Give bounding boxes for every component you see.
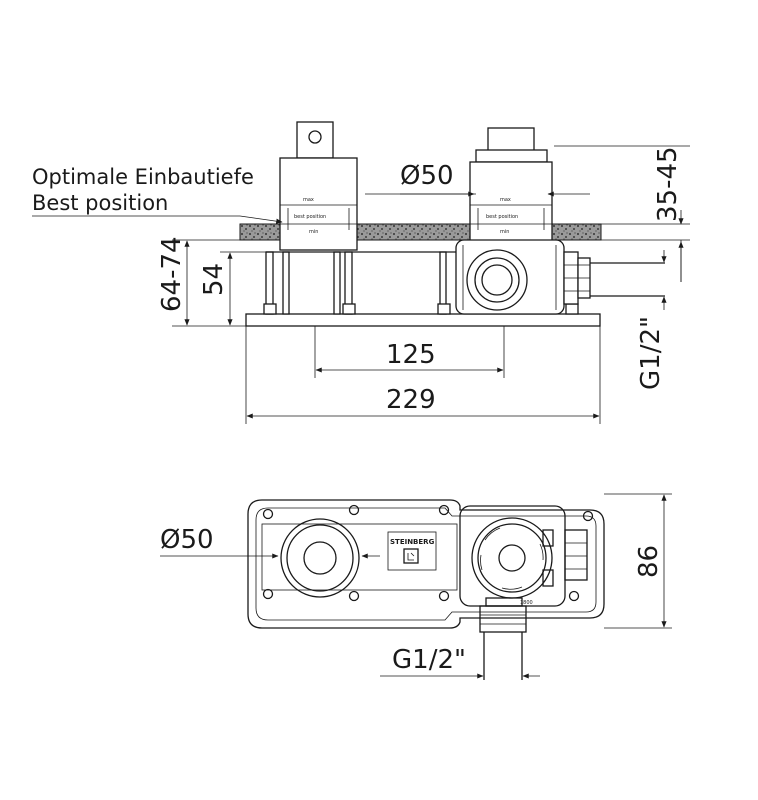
- brand-plate: STEINBERG: [387, 531, 437, 571]
- top-height-label: 86: [634, 545, 664, 578]
- svg-text:max: max: [303, 197, 314, 203]
- depth-note-line2: Best position: [32, 191, 168, 215]
- depth-range-label: 35-45: [653, 146, 683, 222]
- side-view: max best position min max best position …: [32, 121, 690, 424]
- top-view: STEINBERG 1800: [160, 493, 672, 680]
- top-thread-label: G1/2": [392, 645, 466, 675]
- svg-text:best position: best position: [294, 214, 326, 220]
- valve-body: [455, 239, 665, 315]
- width-label: 229: [386, 385, 436, 415]
- total-height-label: 64-74: [157, 236, 187, 312]
- spacing-label: 125: [386, 340, 436, 370]
- left-cartridge: max best position min: [279, 121, 358, 251]
- side-thread-label: G1/2": [636, 316, 666, 390]
- right-cartridge: max best position min: [469, 127, 553, 251]
- screw-holes: [262, 504, 594, 602]
- side-dia-label: Ø50: [400, 161, 454, 191]
- top-dia-label: Ø50: [160, 525, 214, 555]
- svg-text:best position: best position: [486, 214, 518, 220]
- svg-text:min: min: [500, 229, 509, 235]
- top-valve-body: 1800: [459, 505, 588, 633]
- base-plate: [245, 313, 601, 327]
- inner-height-label: 54: [199, 263, 229, 296]
- svg-text:min: min: [309, 229, 318, 235]
- depth-note-line1: Optimale Einbautiefe: [32, 165, 254, 189]
- mounting-studs: [263, 251, 579, 315]
- top-left-cartridge: [280, 518, 360, 598]
- svg-text:1800: 1800: [520, 600, 533, 606]
- svg-text:max: max: [500, 197, 511, 203]
- mounting-plate-outline: [247, 499, 605, 629]
- brand-text: STEINBERG: [390, 538, 435, 546]
